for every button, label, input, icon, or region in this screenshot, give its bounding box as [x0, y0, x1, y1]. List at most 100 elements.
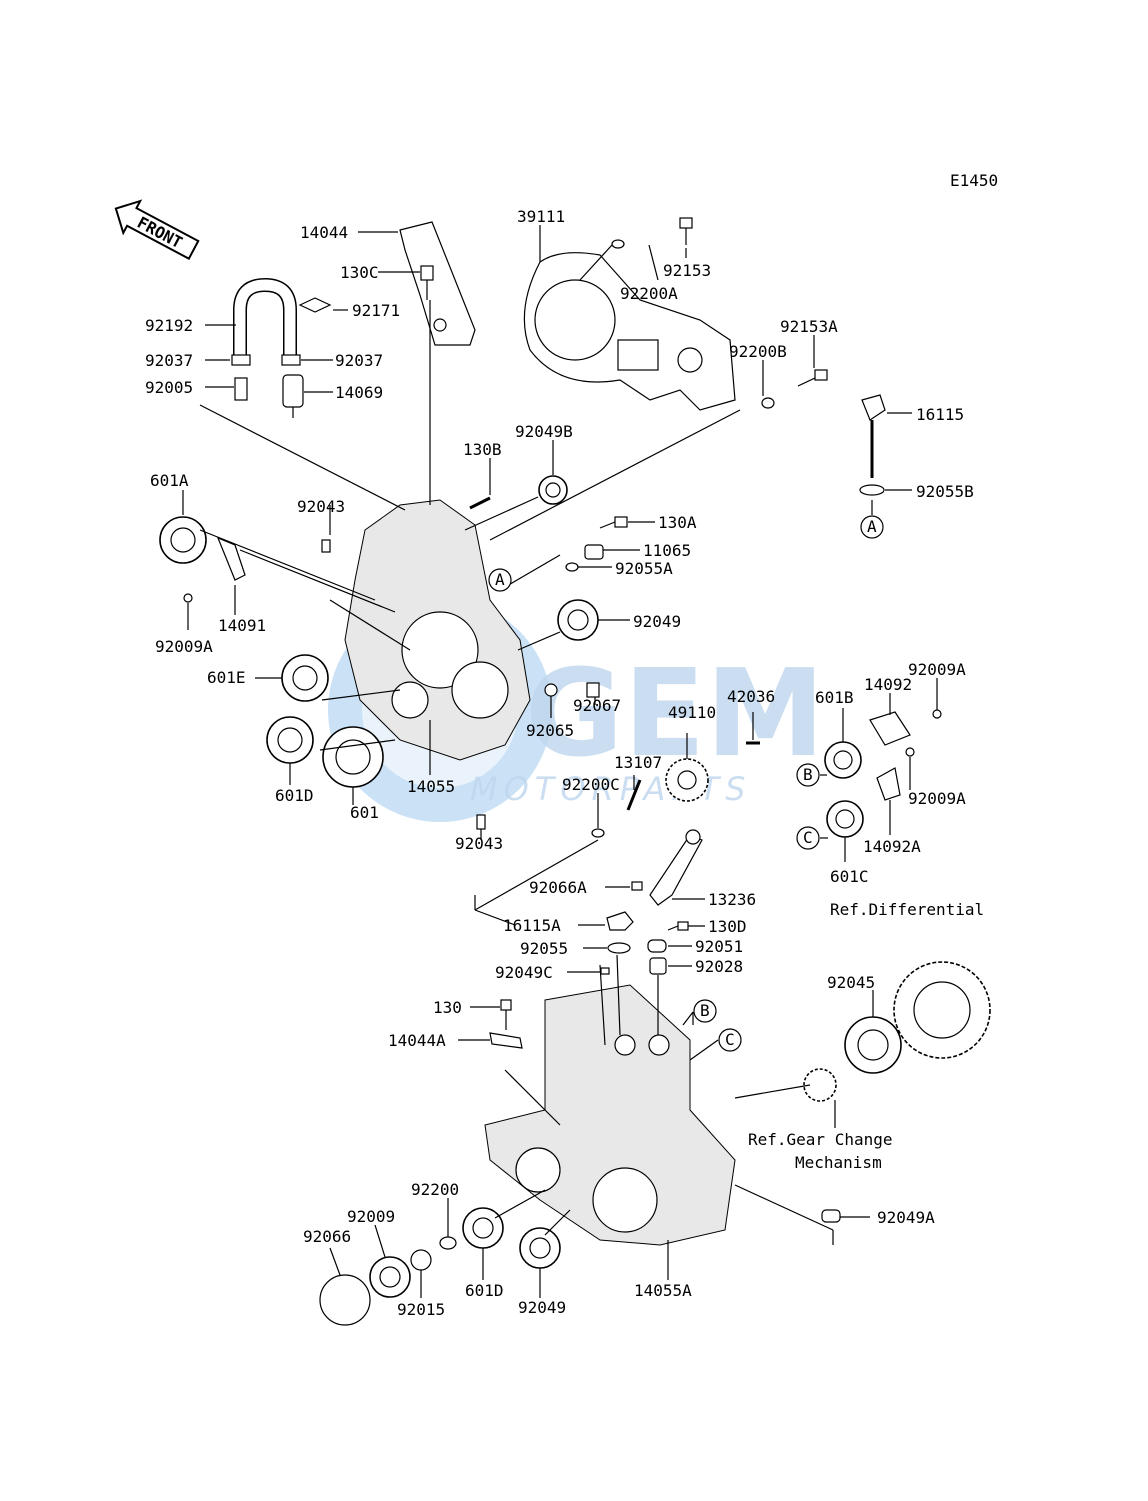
- washer-92200c: [591, 828, 605, 838]
- label-92043-bottom: 92043: [455, 834, 503, 853]
- clamp-92037-left: [231, 354, 251, 366]
- label-92009a-bottom: 92009A: [908, 789, 966, 808]
- label-14091: 14091: [218, 616, 266, 635]
- label-601a: 601A: [150, 471, 189, 490]
- plate-14092a: [876, 767, 901, 801]
- label-92037-right: 92037: [335, 351, 383, 370]
- label-a-case: A: [495, 570, 505, 589]
- screw-92009a-left: [183, 593, 193, 603]
- label-601d-bottom: 601D: [465, 1281, 504, 1300]
- label-c-right: C: [803, 828, 813, 847]
- ref-gear-change-line2: Mechanism: [795, 1153, 882, 1172]
- ref-gear-change-line1: Ref.Gear Change: [748, 1130, 893, 1149]
- plate-14091: [216, 536, 246, 581]
- label-11065: 11065: [643, 541, 691, 560]
- label-130c: 130C: [340, 263, 379, 282]
- label-601d: 601D: [275, 786, 314, 805]
- label-92055b: 92055B: [916, 482, 974, 501]
- callout-a-case-circle: [488, 568, 512, 592]
- label-92200b: 92200B: [729, 342, 787, 361]
- label-92051: 92051: [695, 937, 743, 956]
- screw-92009a-top: [932, 709, 942, 719]
- clip-92171: [298, 297, 332, 313]
- label-92066: 92066: [303, 1227, 351, 1246]
- washer-92200b: [761, 397, 775, 409]
- label-130d: 130D: [708, 917, 747, 936]
- fitting-92005: [234, 377, 248, 401]
- pin-92043-top: [321, 539, 331, 553]
- callout-c-case-circle: [718, 1028, 742, 1052]
- callout-a-circle: [860, 515, 884, 539]
- washer-92200: [439, 1236, 457, 1250]
- label-92049a: 92049A: [877, 1208, 935, 1227]
- cap-92066: [319, 1274, 371, 1326]
- bolt-130d: [667, 921, 689, 931]
- label-a-top: A: [867, 517, 877, 536]
- label-92028: 92028: [695, 957, 743, 976]
- crankcase-14055a: [484, 984, 736, 1246]
- label-14055: 14055: [407, 777, 455, 796]
- washer-92065: [544, 683, 558, 697]
- front-arrow-icon: FRONT: [114, 199, 200, 261]
- label-92009a-left: 92009A: [155, 637, 213, 656]
- label-92043-top: 92043: [297, 497, 345, 516]
- bolt-92153a: [797, 369, 828, 387]
- bolt-130b: [469, 496, 491, 510]
- label-92005: 92005: [145, 378, 193, 397]
- seal-92049-bottom: [519, 1227, 561, 1269]
- label-39111: 39111: [517, 207, 565, 226]
- label-92049-bottom: 92049: [518, 1298, 566, 1317]
- callout-b-circle: [796, 763, 820, 787]
- breather-14069: [282, 374, 304, 418]
- label-13107: 13107: [614, 753, 662, 772]
- seal-92049: [557, 599, 599, 641]
- label-92037-left: 92037: [145, 351, 193, 370]
- label-130: 130: [433, 998, 462, 1017]
- sleeve-92028: [649, 957, 667, 975]
- screw-92009a-bottom: [905, 747, 915, 757]
- gear-change-part: [803, 1068, 837, 1102]
- gear-49110: [665, 758, 709, 802]
- seal-92049a: [821, 1209, 841, 1223]
- label-130a: 130A: [658, 513, 697, 532]
- label-c-case: C: [725, 1030, 735, 1049]
- label-42036: 42036: [727, 687, 775, 706]
- label-49110: 49110: [668, 703, 716, 722]
- label-16115: 16115: [916, 405, 964, 424]
- nut-92015: [410, 1249, 432, 1271]
- plate-14092: [869, 711, 911, 746]
- label-92065: 92065: [526, 721, 574, 740]
- part-labels: 14044 130C 92192 92171 92037 92037 92005…: [145, 207, 984, 1319]
- label-92049c: 92049C: [495, 963, 553, 982]
- oring-92055a: [565, 562, 579, 572]
- label-601: 601: [350, 803, 379, 822]
- leader-lines: [182, 225, 938, 1298]
- seal-92049c: [600, 967, 610, 975]
- label-92067: 92067: [573, 696, 621, 715]
- plug-92067: [586, 682, 600, 698]
- ref-differential: Ref.Differential: [830, 900, 984, 919]
- label-14055a: 14055A: [634, 1281, 692, 1300]
- label-92200c: 92200C: [562, 775, 620, 794]
- cap-11065: [584, 544, 604, 560]
- label-130b: 130B: [463, 440, 502, 459]
- bearing-601d-bottom: [462, 1207, 504, 1249]
- cap-16115a: [606, 911, 634, 931]
- dipstick-16115: [861, 394, 886, 478]
- label-92153a: 92153A: [780, 317, 838, 336]
- shaft-13107: [626, 779, 642, 811]
- label-14044: 14044: [300, 223, 348, 242]
- label-601b: 601B: [815, 688, 854, 707]
- callout-b-case-circle: [693, 999, 717, 1023]
- label-92153: 92153: [663, 261, 711, 280]
- bolt-130c: [420, 265, 434, 300]
- watermark-brand: GEM: [525, 645, 825, 784]
- label-92171: 92171: [352, 301, 400, 320]
- label-92045: 92045: [827, 973, 875, 992]
- label-14069: 14069: [335, 383, 383, 402]
- washer-92200a: [611, 239, 625, 249]
- label-92015: 92015: [397, 1300, 445, 1319]
- lever-13236: [649, 829, 703, 906]
- label-92055a: 92055A: [615, 559, 673, 578]
